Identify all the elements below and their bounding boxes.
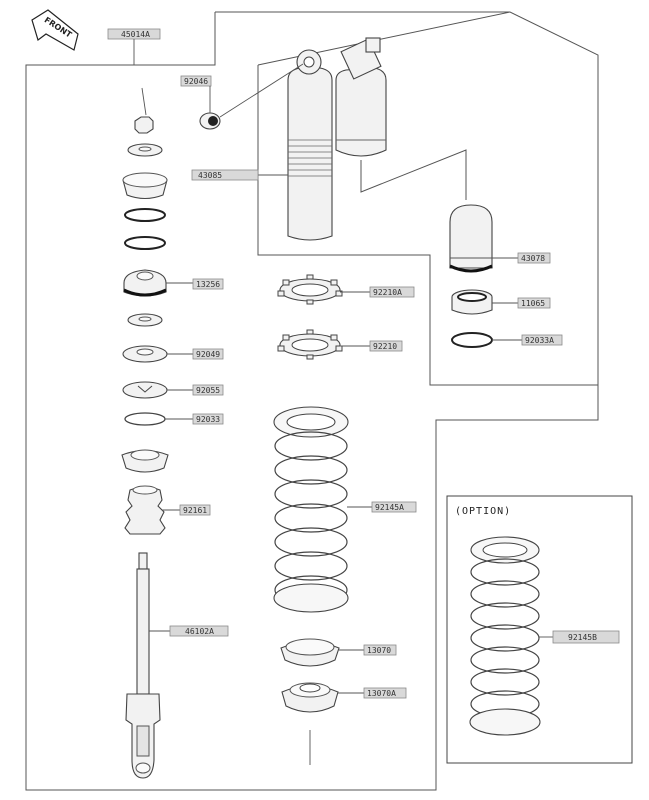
part-46102A-rod[interactable] [125, 552, 161, 779]
part-label-92033A[interactable]: 92033A [492, 334, 563, 346]
part-number: 92033A [525, 336, 554, 345]
part-label-92210[interactable]: 92210 [340, 340, 403, 352]
part-label-13070[interactable]: 13070 [339, 644, 397, 656]
part-number: 92055 [196, 386, 220, 395]
part-spring-seat[interactable] [121, 449, 169, 473]
part-label-92145B[interactable]: 92145B [539, 630, 620, 644]
part-o-ring-2[interactable] [124, 236, 166, 250]
main-frame-outline [25, 11, 599, 791]
part-92033A-ring[interactable] [451, 332, 493, 348]
reservoir-leader [360, 149, 467, 200]
part-number: 43085 [198, 171, 222, 180]
part-13070A-collar[interactable] [281, 682, 339, 713]
part-92145B-spring[interactable] [469, 536, 541, 736]
part-number: 92049 [196, 350, 220, 359]
part-92033-clip[interactable] [124, 412, 166, 426]
part-92055-washer[interactable] [122, 381, 168, 399]
part-number: 92210 [373, 342, 397, 351]
part-label-13070A[interactable]: 13070A [338, 687, 407, 699]
part-label-92049[interactable]: 92049 [167, 348, 224, 360]
part-13256-cap[interactable] [123, 269, 167, 297]
part-number: 92145A [375, 503, 404, 512]
part-reservoir[interactable] [335, 37, 387, 157]
leader-line [219, 63, 304, 118]
part-label-43078[interactable]: 43078 [492, 252, 551, 264]
part-92210A-locknut[interactable] [277, 274, 343, 305]
part-43085-shock-body[interactable] [287, 49, 333, 241]
part-label-46102A[interactable]: 46102A [149, 625, 229, 637]
part-label-92033[interactable]: 92033 [165, 413, 224, 425]
part-bushing[interactable] [122, 172, 168, 200]
part-92049-washer[interactable] [122, 345, 168, 363]
reservoir-frame-top [257, 11, 511, 66]
part-label-11065[interactable]: 11065 [492, 297, 551, 309]
front-direction-arrow: FRONT [31, 9, 79, 51]
reservoir-frame-outline [257, 65, 598, 386]
part-o-ring-1[interactable] [124, 208, 166, 222]
part-92046-bearing[interactable] [199, 112, 221, 130]
part-92161-bumper[interactable] [124, 485, 166, 535]
part-13070-collar[interactable] [280, 638, 340, 667]
part-label-92210A[interactable]: 92210A [340, 286, 415, 298]
part-number: 46102A [185, 627, 214, 636]
part-number: 13070A [367, 689, 396, 698]
part-11065-seal[interactable] [451, 289, 493, 315]
part-label-92161[interactable]: 92161 [162, 504, 211, 516]
part-nut[interactable] [134, 87, 154, 134]
part-label-43085[interactable]: 43085 [191, 169, 288, 181]
part-number: 45014A [121, 30, 150, 39]
part-92210-locknut[interactable] [277, 329, 343, 360]
part-number: 11065 [521, 299, 545, 308]
part-number: 92145B [568, 633, 597, 642]
part-number: 13070 [367, 646, 391, 655]
part-43078-cap[interactable] [449, 204, 493, 273]
part-washer-top[interactable] [127, 143, 163, 157]
part-number: 92161 [183, 506, 207, 515]
option-title: (OPTION) [455, 506, 511, 517]
part-number: 92210A [373, 288, 402, 297]
part-label-92046[interactable]: 92046 [180, 75, 212, 113]
part-label-13256[interactable]: 13256 [166, 278, 224, 290]
part-label-45014A[interactable]: 45014A [107, 28, 161, 40]
part-washer-mid[interactable] [127, 313, 163, 327]
part-label-92055[interactable]: 92055 [167, 384, 224, 396]
part-number: 92033 [196, 415, 220, 424]
part-label-92145A[interactable]: 92145A [347, 501, 417, 513]
part-number: 92046 [184, 77, 208, 86]
part-number: 13256 [196, 280, 220, 289]
part-number: 43078 [521, 254, 545, 263]
part-92145A-spring[interactable] [273, 406, 349, 613]
